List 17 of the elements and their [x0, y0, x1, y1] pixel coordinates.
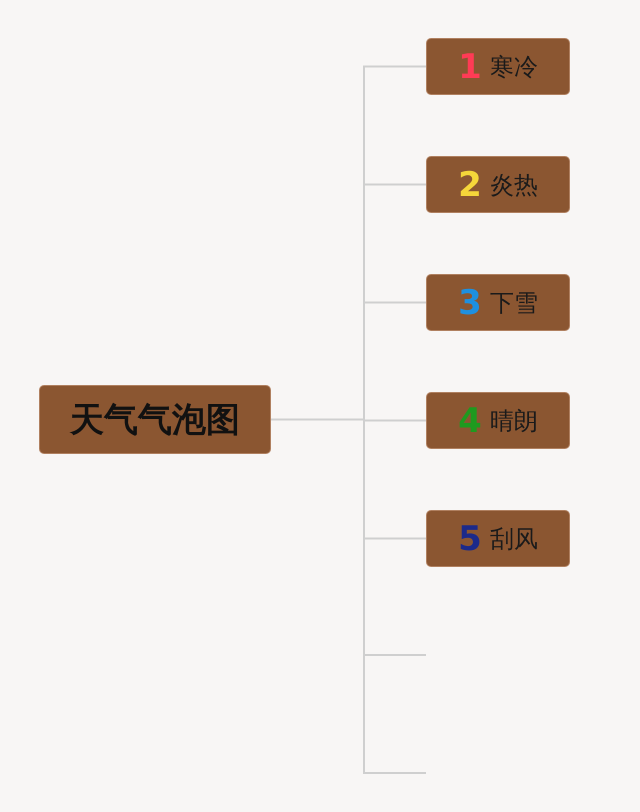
- branch-box: [426, 38, 570, 95]
- topic-text: 天气气泡图: [70, 398, 240, 442]
- branch-box: [426, 392, 570, 449]
- number-label: 2: [458, 164, 482, 204]
- branch-text: 晴朗: [490, 406, 538, 436]
- number-label: 1: [458, 46, 482, 86]
- number-label: 5: [458, 518, 482, 558]
- branch-text: 寒冷: [490, 52, 538, 82]
- number-label: 4: [458, 400, 482, 440]
- branch-box: [426, 156, 570, 213]
- branch-text: 炎热: [490, 170, 538, 200]
- branch-text: 下雪: [490, 288, 538, 318]
- topic-box: [39, 385, 271, 454]
- branch-box: [426, 274, 570, 331]
- branch-text: 刮风: [490, 524, 538, 554]
- branch-box: [426, 510, 570, 567]
- number-label: 3: [458, 282, 482, 322]
